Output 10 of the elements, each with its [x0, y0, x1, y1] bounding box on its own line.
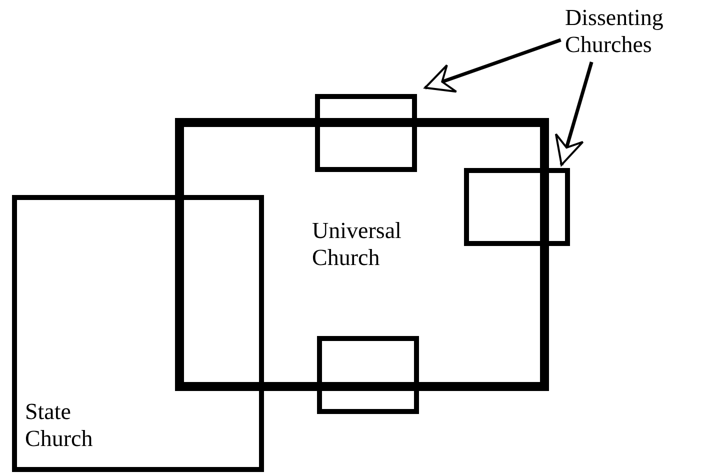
small-box — [317, 336, 419, 414]
church-box — [12, 195, 264, 472]
box-label: State Church — [25, 398, 94, 452]
small-box — [464, 168, 570, 246]
arrow — [554, 62, 594, 166]
box-label: Universal Church — [312, 217, 402, 271]
small-box — [315, 94, 417, 172]
church-box — [175, 118, 549, 391]
callout-text: Dissenting Churches — [565, 4, 664, 58]
arrow — [424, 38, 562, 93]
